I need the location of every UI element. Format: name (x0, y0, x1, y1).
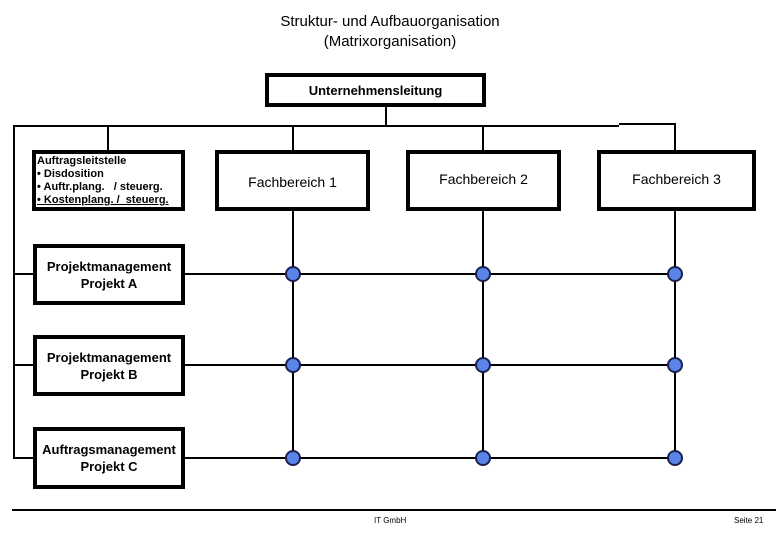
fachbereich-1-label: Fachbereich 1 (248, 174, 337, 190)
unternehmensleitung-box: Unternehmensleitung (265, 73, 486, 107)
column-line-fb2 (482, 210, 484, 459)
connector-als (107, 125, 109, 151)
connector-left-vertical (13, 125, 15, 459)
projekt-b-line2: Projekt B (80, 366, 138, 382)
fachbereich-2-label: Fachbereich 2 (439, 171, 528, 187)
matrix-node (285, 266, 301, 282)
projekt-c-line1: Auftragsmanagement (42, 442, 176, 457)
matrix-node (285, 357, 301, 373)
projekt-c-line2: Projekt C (80, 459, 138, 474)
fachbereich-2-box: Fachbereich 2 (406, 150, 561, 211)
title-line-1: Struktur- und Aufbauorganisation (280, 13, 500, 30)
connector-top-horizontal (13, 125, 619, 127)
matrix-node (475, 450, 491, 466)
auftragsleitstelle-item: • Auftr.plang. / steuerg. (37, 181, 163, 193)
projekt-a-line1: Projektmanagement (46, 258, 172, 274)
connector-fb3 (674, 123, 676, 151)
auftragsleitstelle-heading: Auftragsleitstelle (37, 155, 127, 167)
footer-divider (12, 509, 776, 511)
column-line-fb3 (674, 210, 676, 459)
unternehmensleitung-label: Unternehmensleitung (308, 82, 443, 98)
auftragsleitstelle-item: • Disdosition (37, 168, 104, 180)
diagram-title: Struktur- und Aufbauorganisation (Matrix… (0, 12, 780, 52)
connector-top-vertical (385, 106, 387, 127)
fachbereich-1-box: Fachbereich 1 (215, 150, 370, 211)
connector-top-horizontal-right (619, 123, 676, 125)
fachbereich-3-box: Fachbereich 3 (597, 150, 756, 211)
footer-company: IT GmbH (374, 516, 407, 525)
row-line-a (13, 273, 676, 275)
matrix-node (667, 450, 683, 466)
connector-fb1 (292, 125, 294, 151)
matrix-node (667, 266, 683, 282)
matrix-node (475, 357, 491, 373)
auftragsleitstelle-box: Auftragsleitstelle • Disdosition • Auftr… (32, 150, 185, 211)
title-line-2: (Matrixorganisation) (323, 33, 457, 50)
footer-page-number: Seite 21 (734, 516, 764, 525)
projekt-a-line2: Projekt A (80, 275, 138, 291)
matrix-node (667, 357, 683, 373)
auftragsleitstelle-item: • Kostenplang. / steuerg. (37, 194, 169, 206)
fachbereich-3-label: Fachbereich 3 (632, 171, 721, 187)
matrix-node (285, 450, 301, 466)
row-line-c (13, 457, 676, 459)
projekt-b-line1: Projektmanagement (46, 349, 172, 365)
column-line-fb1 (292, 210, 294, 459)
connector-fb2 (482, 125, 484, 151)
matrix-node (475, 266, 491, 282)
row-line-b (13, 364, 676, 366)
